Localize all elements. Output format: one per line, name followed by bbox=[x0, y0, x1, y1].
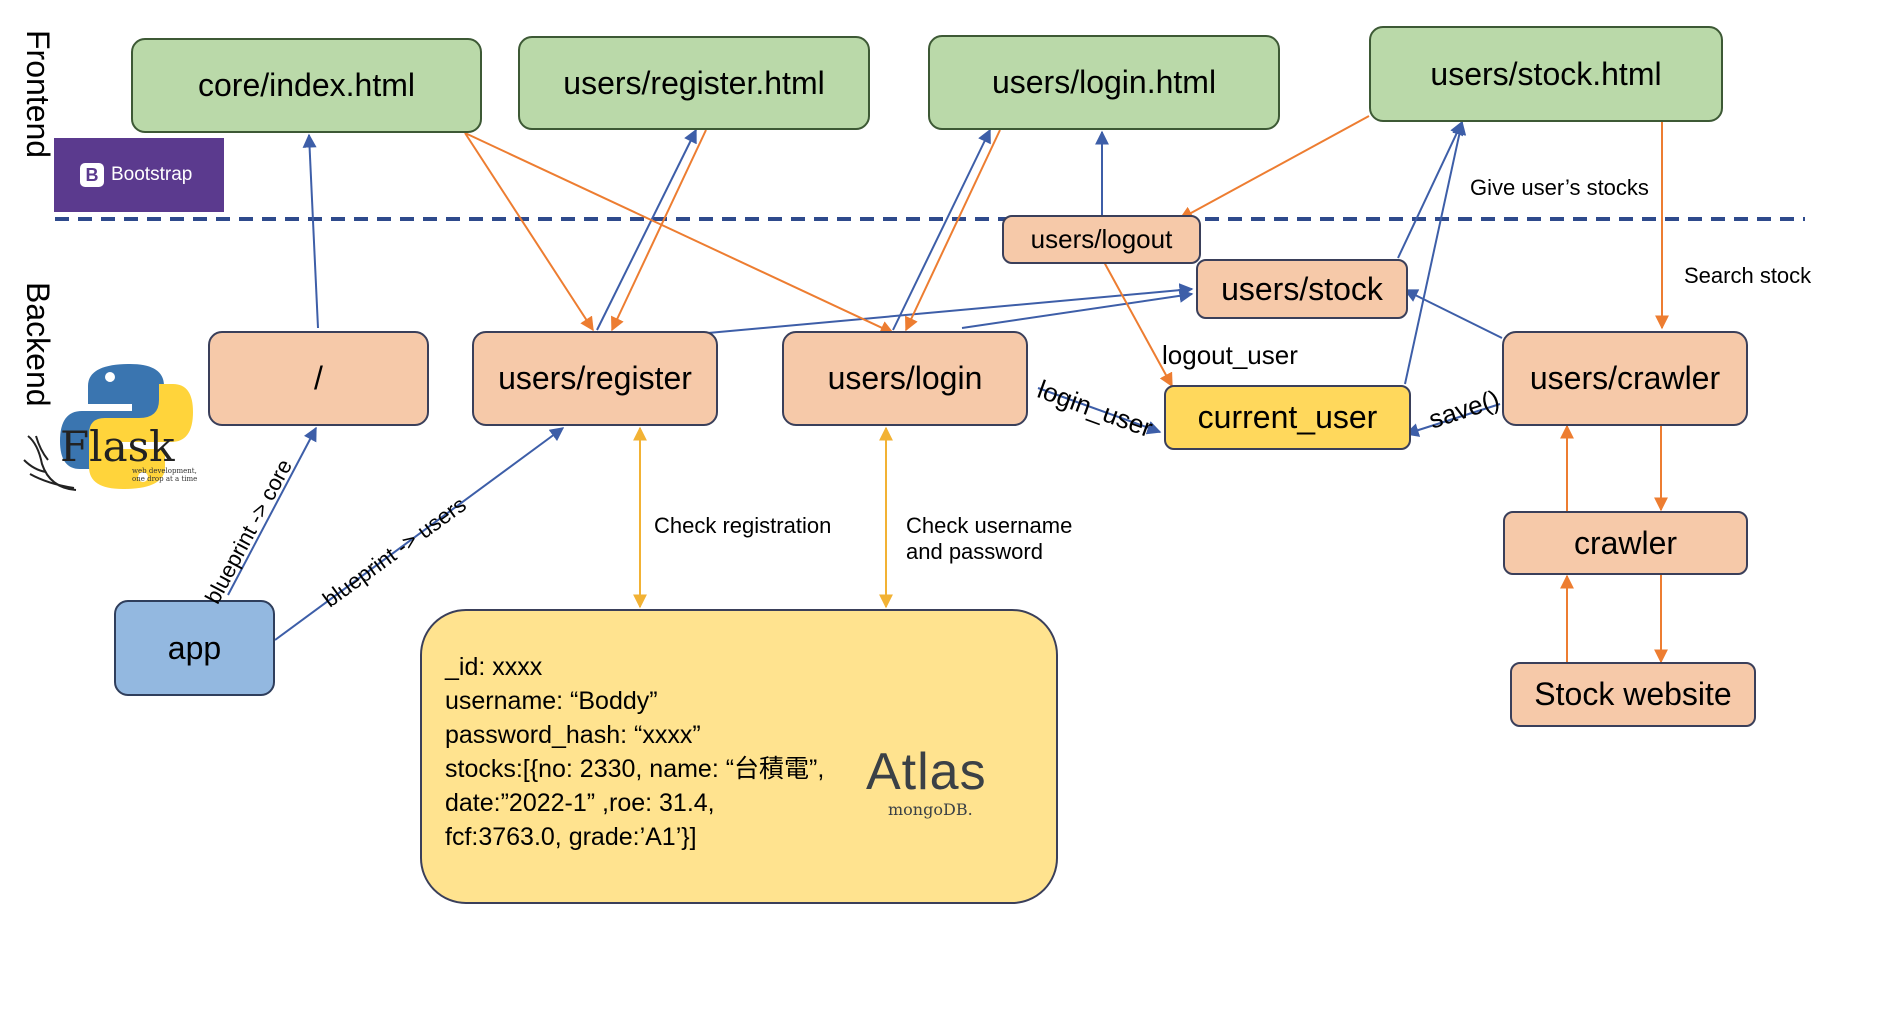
users-login-html-node: users/login.html bbox=[928, 35, 1280, 130]
app-node: app bbox=[114, 600, 275, 696]
check-credentials-label: Check username and password bbox=[906, 513, 1073, 565]
flask-logo-icon bbox=[23, 435, 77, 491]
db-line-username: username: “Boddy” bbox=[445, 687, 658, 715]
users-register-html-node: users/register.html bbox=[518, 36, 870, 130]
database-record: _id: xxxx username: “Boddy” password_has… bbox=[445, 650, 824, 854]
atlas-logo-sub: mongoDB. bbox=[888, 800, 973, 819]
current-user-node: current_user bbox=[1164, 385, 1411, 450]
edge-register-to-stock bbox=[707, 283, 1194, 334]
flask-logo-tagline: web development, one drop at a time bbox=[132, 467, 198, 483]
db-line-fcf: fcf:3763.0, grade:’A1’}] bbox=[445, 823, 697, 851]
users-logout-node: users/logout bbox=[1002, 215, 1201, 264]
edge-stock-html-to-logout bbox=[1178, 115, 1370, 220]
edge-save bbox=[1404, 403, 1501, 437]
edge-index-to-login bbox=[464, 132, 895, 335]
edge-login-user bbox=[1037, 387, 1162, 435]
root-route-node: / bbox=[208, 331, 429, 426]
edge-register-html-to-register bbox=[611, 129, 707, 332]
edge-app-to-root bbox=[227, 426, 317, 596]
backend-section-label: Backend bbox=[20, 282, 56, 407]
edge-login-to-login-html bbox=[892, 128, 991, 331]
users-register-node: users/register bbox=[472, 331, 718, 426]
edge-login-html-to-login bbox=[905, 129, 1001, 332]
logout-user-label: logout_user bbox=[1162, 340, 1298, 370]
db-line-password-hash: password_hash: “xxxx” bbox=[445, 721, 701, 749]
users-stock-node: users/stock bbox=[1196, 259, 1408, 319]
db-line-id: _id: xxxx bbox=[445, 653, 543, 681]
check-registration-label: Check registration bbox=[654, 513, 832, 538]
edge-index-to-register bbox=[464, 132, 594, 332]
stock-website-node: Stock website bbox=[1510, 662, 1756, 727]
users-stock-html-node: users/stock.html bbox=[1369, 26, 1723, 122]
bootstrap-logo: B Bootstrap bbox=[54, 138, 224, 212]
give-stocks-label: Give user’s stocks bbox=[1470, 175, 1649, 200]
edge-register-to-register-html bbox=[596, 128, 697, 331]
db-line-date: date:”2022-1” ,roe: 31.4, bbox=[445, 789, 715, 817]
search-stock-label: Search stock bbox=[1684, 263, 1812, 288]
bootstrap-logo-text: Bootstrap bbox=[111, 164, 193, 185]
edge-login-to-stock bbox=[961, 288, 1194, 329]
atlas-logo-word: Atlas bbox=[866, 743, 987, 801]
edge-crawler-to-stock bbox=[1403, 289, 1503, 339]
edge-current-user-to-stock-html bbox=[1404, 120, 1467, 385]
edge-logout-user bbox=[1103, 261, 1173, 388]
edge-stock-to-stock-html bbox=[1397, 120, 1463, 259]
bootstrap-icon: B bbox=[80, 163, 104, 187]
edge-root-to-index bbox=[302, 133, 319, 329]
frontend-section-label: Frontend bbox=[20, 30, 56, 159]
edge-app-to-register bbox=[274, 427, 565, 641]
python-logo-icon bbox=[60, 364, 193, 489]
users-crawler-node: users/crawler bbox=[1502, 331, 1748, 426]
db-line-stocks: stocks:[{no: 2330, name: “台積電”, bbox=[445, 755, 825, 783]
users-login-node: users/login bbox=[782, 331, 1028, 426]
core-index-html-node: core/index.html bbox=[131, 38, 482, 133]
flask-logo-word: Flask bbox=[60, 422, 175, 471]
crawler-node: crawler bbox=[1503, 511, 1748, 575]
mongodb-database-node bbox=[420, 609, 1058, 904]
